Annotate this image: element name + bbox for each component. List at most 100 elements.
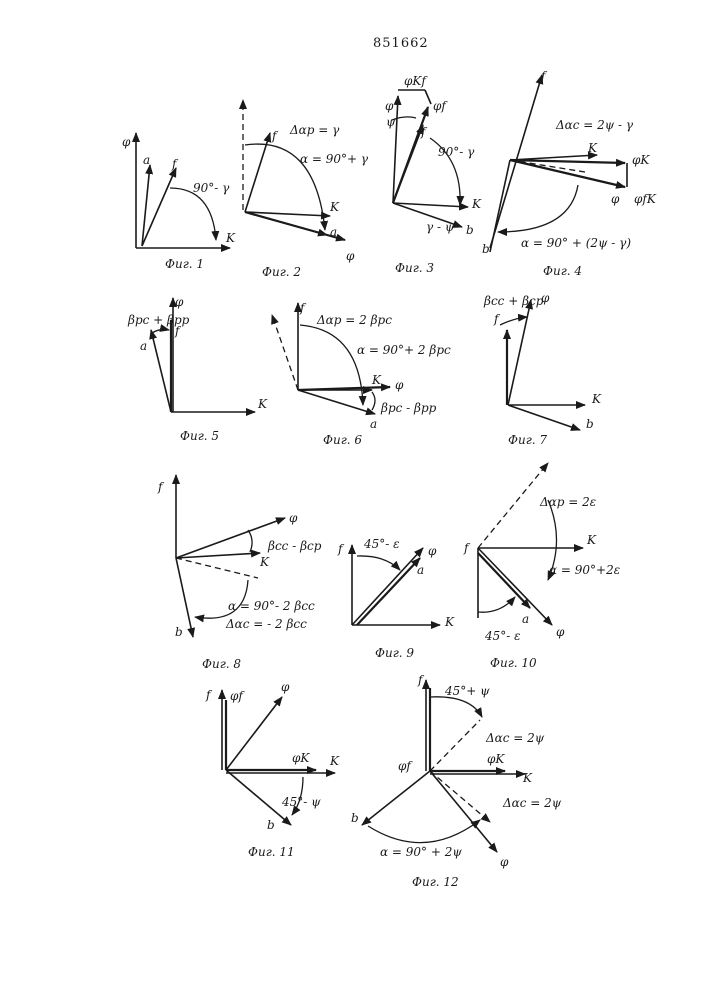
label-phi: φ (281, 680, 290, 694)
label-f: f (157, 480, 165, 494)
figure-10: Δαp = 2ε f K α = 90°+2ε a 45°- ε φ Фиг. … (463, 463, 620, 670)
figure-3: φKf φ φf ψ f 90°- γ K γ - ψ b Фиг. 3 (385, 74, 482, 275)
beta-arc (248, 530, 252, 552)
figure-4: f Δαc = 2ψ - γ K φK φ φfK b α = 90° + (2… (482, 69, 657, 278)
label-f: f (493, 312, 501, 326)
label-beta: βcc - βcp (267, 539, 322, 553)
label-b: b (175, 625, 183, 639)
label-delta2: Δαc = 2ψ (502, 796, 562, 810)
label-alpha: α = 90° + (2ψ - γ) (521, 236, 631, 250)
vector-phi-f (425, 90, 431, 104)
label-angle: 45°- ψ (281, 795, 321, 809)
label-f: f (337, 542, 345, 556)
label-a: a (143, 153, 150, 167)
label-phi: φ (175, 295, 184, 309)
caption-10: Фиг. 10 (490, 656, 537, 670)
label-beta: βpc + βpp (127, 313, 190, 327)
vector-b (362, 771, 430, 825)
vector-phi (508, 300, 531, 405)
caption-9: Фиг. 9 (375, 646, 414, 660)
label-phi: φ (541, 291, 550, 305)
label-alpha: α = 90°- 2 βcc (228, 599, 315, 613)
caption-8: Фиг. 8 (202, 657, 241, 671)
vector-phi-k (510, 160, 625, 163)
caption-4: Фиг. 4 (543, 264, 582, 278)
label-f: f (463, 541, 471, 555)
label-gp: γ - ψ (426, 220, 455, 234)
label-alpha: α = 90°+ γ (300, 152, 369, 166)
label-b: b (466, 223, 474, 237)
label-phi-k: φK (632, 153, 650, 167)
label-f: f (417, 673, 425, 687)
vector-phi (393, 96, 398, 203)
figure-7: βcc + βcp φ f K b Фиг. 7 (483, 291, 602, 447)
label-beta: βcc + βcp (483, 294, 544, 308)
angle-arc (170, 188, 216, 240)
label-phi-f: φf (230, 689, 245, 703)
label-f: f (540, 69, 548, 83)
angle-arc (357, 556, 400, 570)
label-f: f (205, 688, 213, 702)
caption-5: Фиг. 5 (180, 429, 219, 443)
label-k: K (471, 197, 482, 211)
vector-phi (510, 160, 625, 187)
label-delta1: Δαc = 2ψ (485, 731, 545, 745)
vector-b (490, 160, 510, 252)
label-delta: Δαp = γ (289, 123, 340, 137)
label-phi: φ (122, 135, 131, 149)
label-alpha: α = 90°+2ε (549, 563, 620, 577)
label-beta: βpc - βpp (380, 401, 437, 415)
figure-5: φ βpc + βpp a f K Фиг. 5 (127, 295, 268, 443)
alpha-arc (498, 185, 578, 232)
label-a: a (522, 612, 529, 626)
vector-a (142, 165, 150, 246)
label-phi-f: φf (433, 99, 448, 113)
label-k: K (591, 392, 602, 406)
label-phi-kf: φKf (404, 74, 428, 88)
label-delta: Δαc = 2ψ - γ (555, 118, 634, 132)
label-a: a (417, 563, 424, 577)
figure-1: φ a f 90°- γ K Фиг. 1 (122, 133, 236, 271)
label-b: b (482, 242, 490, 256)
label-f: f (271, 129, 279, 143)
label-k: K (586, 533, 597, 547)
label-angle: 90°- γ (193, 181, 230, 195)
angle-arc (478, 597, 515, 612)
label-f: f (299, 301, 307, 315)
vector-phi (226, 697, 282, 770)
label-angle: 45°- ε (363, 537, 400, 551)
caption-6: Фиг. 6 (323, 433, 362, 447)
dashed-lower (430, 771, 490, 822)
patent-number: 851662 (373, 36, 429, 51)
vector-a (478, 553, 530, 608)
vector-b (508, 405, 580, 430)
vector-a (151, 330, 171, 412)
label-phi: φ (395, 378, 404, 392)
dashed-axis (478, 463, 548, 548)
label-delta: Δαp = 2 βpc (316, 313, 392, 327)
label-b: b (586, 417, 594, 431)
vector-phi (352, 548, 423, 625)
label-k: K (329, 200, 340, 214)
vector-phi (298, 387, 390, 390)
alpha-arc (368, 820, 480, 843)
figure-11: f φf φ φK K 45°- ψ b Фиг. 11 (205, 680, 340, 859)
label-delta: Δαp = 2ε (539, 495, 596, 509)
label-angle: 90°- γ (438, 145, 475, 159)
label-angle: 45°+ ψ (444, 684, 490, 698)
caption-2: Фиг. 2 (262, 265, 301, 279)
vector-f (142, 168, 176, 246)
label-angle: 45°- ε (484, 629, 521, 643)
caption-3: Фиг. 3 (395, 261, 434, 275)
label-b: b (351, 811, 359, 825)
angle-arc (430, 697, 482, 717)
vector-phi (478, 548, 552, 625)
label-phi-k: φK (487, 752, 505, 766)
label-k: K (444, 615, 455, 629)
label-a: a (370, 417, 377, 431)
caption-12: Фиг. 12 (412, 875, 459, 889)
label-k: K (522, 771, 533, 785)
figure-2: Δαp = γ α = 90°+ γ f K a φ Фиг. 2 (243, 100, 369, 279)
label-k: K (257, 397, 268, 411)
